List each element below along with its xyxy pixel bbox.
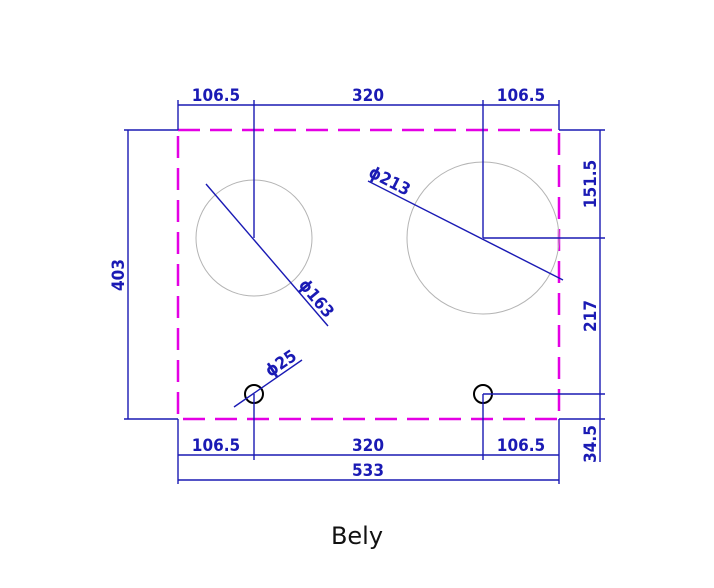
dim-bottom-left: 106.5 (192, 436, 240, 456)
dim-right-mid: 217 (581, 300, 601, 332)
dim-top-mid: 320 (352, 86, 384, 106)
panel-outline (176, 128, 561, 421)
dim-overall-width: 533 (352, 461, 384, 481)
dim-top-left: 106.5 (192, 86, 240, 106)
dim-diameter-large: ϕ213 (365, 163, 413, 201)
dim-right-top: 151.5 (581, 160, 601, 208)
dimension-lines (124, 100, 605, 484)
dim-overall-height: 403 (109, 259, 129, 291)
dim-diameter-small: ϕ163 (294, 275, 338, 322)
dim-diameter-hole: ϕ25 (262, 346, 301, 381)
dim-bottom-mid: 320 (352, 436, 384, 456)
dim-bottom-right: 106.5 (497, 436, 545, 456)
drawing-caption: Bely (330, 522, 384, 550)
dim-top-right: 106.5 (497, 86, 545, 106)
dim-right-bottom: 34.5 (581, 425, 601, 463)
